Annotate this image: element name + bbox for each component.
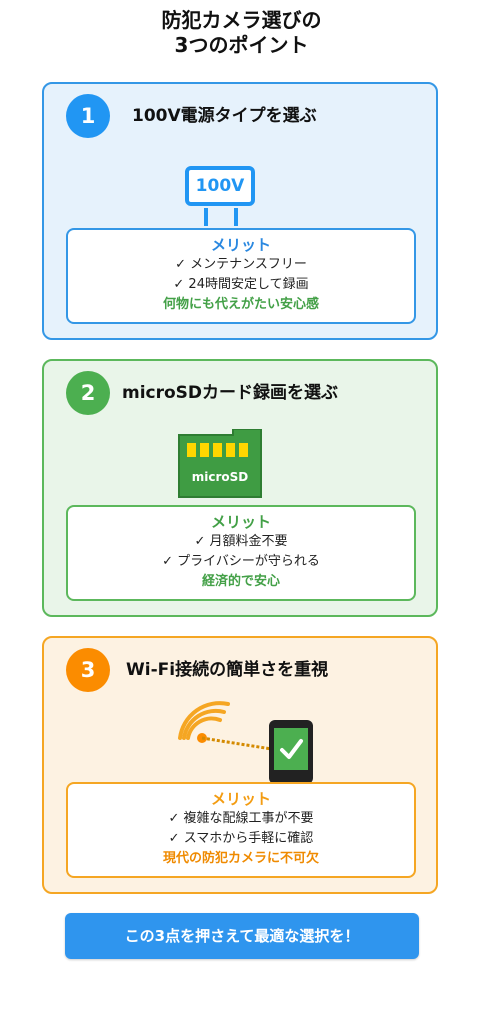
point-number-badge: 1: [66, 94, 110, 138]
wifi-illustration: [178, 701, 313, 784]
merit-summary: 現代の防犯カメラに不可欠: [162, 851, 319, 866]
plug-label: 100V: [195, 176, 245, 196]
merit-item: ✓ メンテナンスフリー: [175, 257, 307, 272]
plug-prong-right: [234, 208, 238, 226]
merit-box: メリット ✓ メンテナンスフリー ✓ 24時間安定して録画 何物にも代えがたい安…: [66, 228, 416, 324]
merit-box: メリット ✓ 複雑な配線工事が不要 ✓ スマホから手軽に確認 現代の防犯カメラに…: [66, 782, 416, 878]
merit-title: メリット: [210, 790, 271, 808]
microsd-card-icon: microSD: [178, 429, 262, 498]
merit-item: ✓ スマホから手軽に確認: [168, 831, 314, 846]
cta-button[interactable]: この3点を押さえて最適な選択を！: [65, 913, 419, 959]
merit-item: ✓ プライバシーが守られる: [162, 554, 320, 569]
point-heading: Wi-Fi接続の簡単さを重視: [126, 660, 329, 680]
connection-line: [201, 736, 279, 752]
point-card-1: 1 100V電源タイプを選ぶ 100V メリット ✓ メンテナンスフリー ✓ 2…: [42, 82, 438, 340]
merit-item: ✓ 24時間安定して録画: [173, 277, 309, 292]
smartphone-check-icon: [269, 720, 313, 784]
point-heading: 100V電源タイプを選ぶ: [132, 106, 317, 126]
point-card-2: 2 microSDカード録画を選ぶ microSD メリット ✓ 月額料金不要 …: [42, 359, 438, 617]
wifi-icon: [178, 701, 230, 740]
page-title: 防犯カメラ選びの 3つのポイント: [0, 8, 483, 58]
merit-summary: 何物にも代えがたい安心感: [162, 297, 319, 312]
merit-title: メリット: [210, 236, 271, 254]
point-heading: microSDカード録画を選ぶ: [122, 383, 339, 403]
plug-icon: 100V: [185, 166, 255, 206]
plug-prong-left: [204, 208, 208, 226]
merit-summary: 経済的で安心: [201, 574, 280, 589]
merit-item: ✓ 複雑な配線工事が不要: [168, 811, 314, 826]
merit-item: ✓ 月額料金不要: [194, 534, 288, 549]
merit-title: メリット: [210, 513, 271, 531]
point-card-3: 3 Wi-Fi接続の簡単さを重視 メリット ✓ 複雑な配線工事が不要 ✓ スマホ…: [42, 636, 438, 894]
point-number-badge: 3: [66, 648, 110, 692]
merit-box: メリット ✓ 月額料金不要 ✓ プライバシーが守られる 経済的で安心: [66, 505, 416, 601]
title-line-2: 3つのポイント: [174, 33, 309, 57]
title-line-1: 防犯カメラ選びの: [161, 8, 322, 32]
point-number-badge: 2: [66, 371, 110, 415]
microsd-label: microSD: [192, 470, 249, 484]
